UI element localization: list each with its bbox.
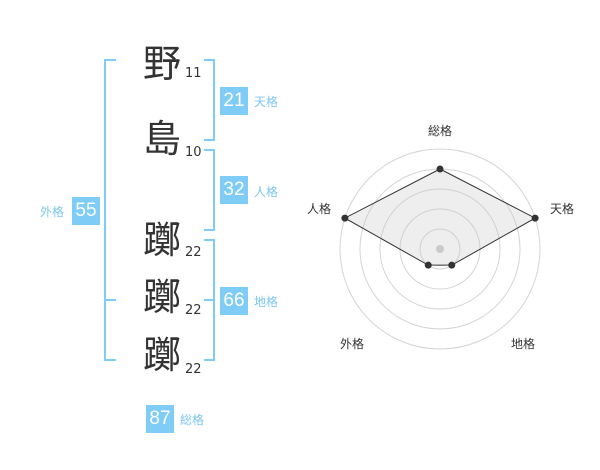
radar-point (341, 214, 349, 222)
soukaku-score: 87 (146, 405, 174, 433)
stroke-count: 11 (185, 66, 202, 81)
chikaku-label: 地格 (254, 295, 279, 309)
axis-label-soukaku: 総格 (428, 124, 453, 138)
tenkaku-score: 21 (220, 87, 248, 115)
name-char: 躑 (142, 218, 181, 262)
name-char: 躑 (142, 333, 181, 377)
axis-label-chikaku: 地格 (511, 337, 536, 351)
radar-point (436, 165, 444, 173)
tenkaku-label: 天格 (254, 95, 279, 109)
name-char: 躑 (142, 275, 181, 319)
radar-ring (339, 148, 541, 350)
radar-point (424, 261, 432, 269)
axis-label-jinkaku: 人格 (307, 202, 332, 216)
radar-ring (379, 188, 501, 310)
soukaku-label: 総格 (180, 413, 205, 427)
stroke-count: 22 (185, 245, 202, 260)
jinkaku-score: 32 (220, 176, 248, 204)
radar-area (343, 168, 537, 266)
chikaku-score: 66 (220, 287, 248, 315)
axis-label-gaikaku: 外格 (340, 337, 365, 351)
name-char: 野 (142, 42, 181, 86)
stroke-count: 22 (185, 303, 202, 318)
radar-ring (419, 228, 461, 270)
radar-center (436, 245, 444, 253)
radar-point (531, 214, 539, 222)
gaikaku-score: 55 (72, 197, 100, 225)
stroke-count: 10 (185, 145, 202, 160)
jinkaku-label: 人格 (254, 185, 279, 199)
stroke-count: 22 (185, 362, 202, 377)
axis-label-tenkaku: 天格 (550, 202, 575, 216)
name-char: 島 (142, 117, 181, 161)
radar-point (448, 261, 456, 269)
gaikaku-label: 外格 (40, 205, 65, 219)
